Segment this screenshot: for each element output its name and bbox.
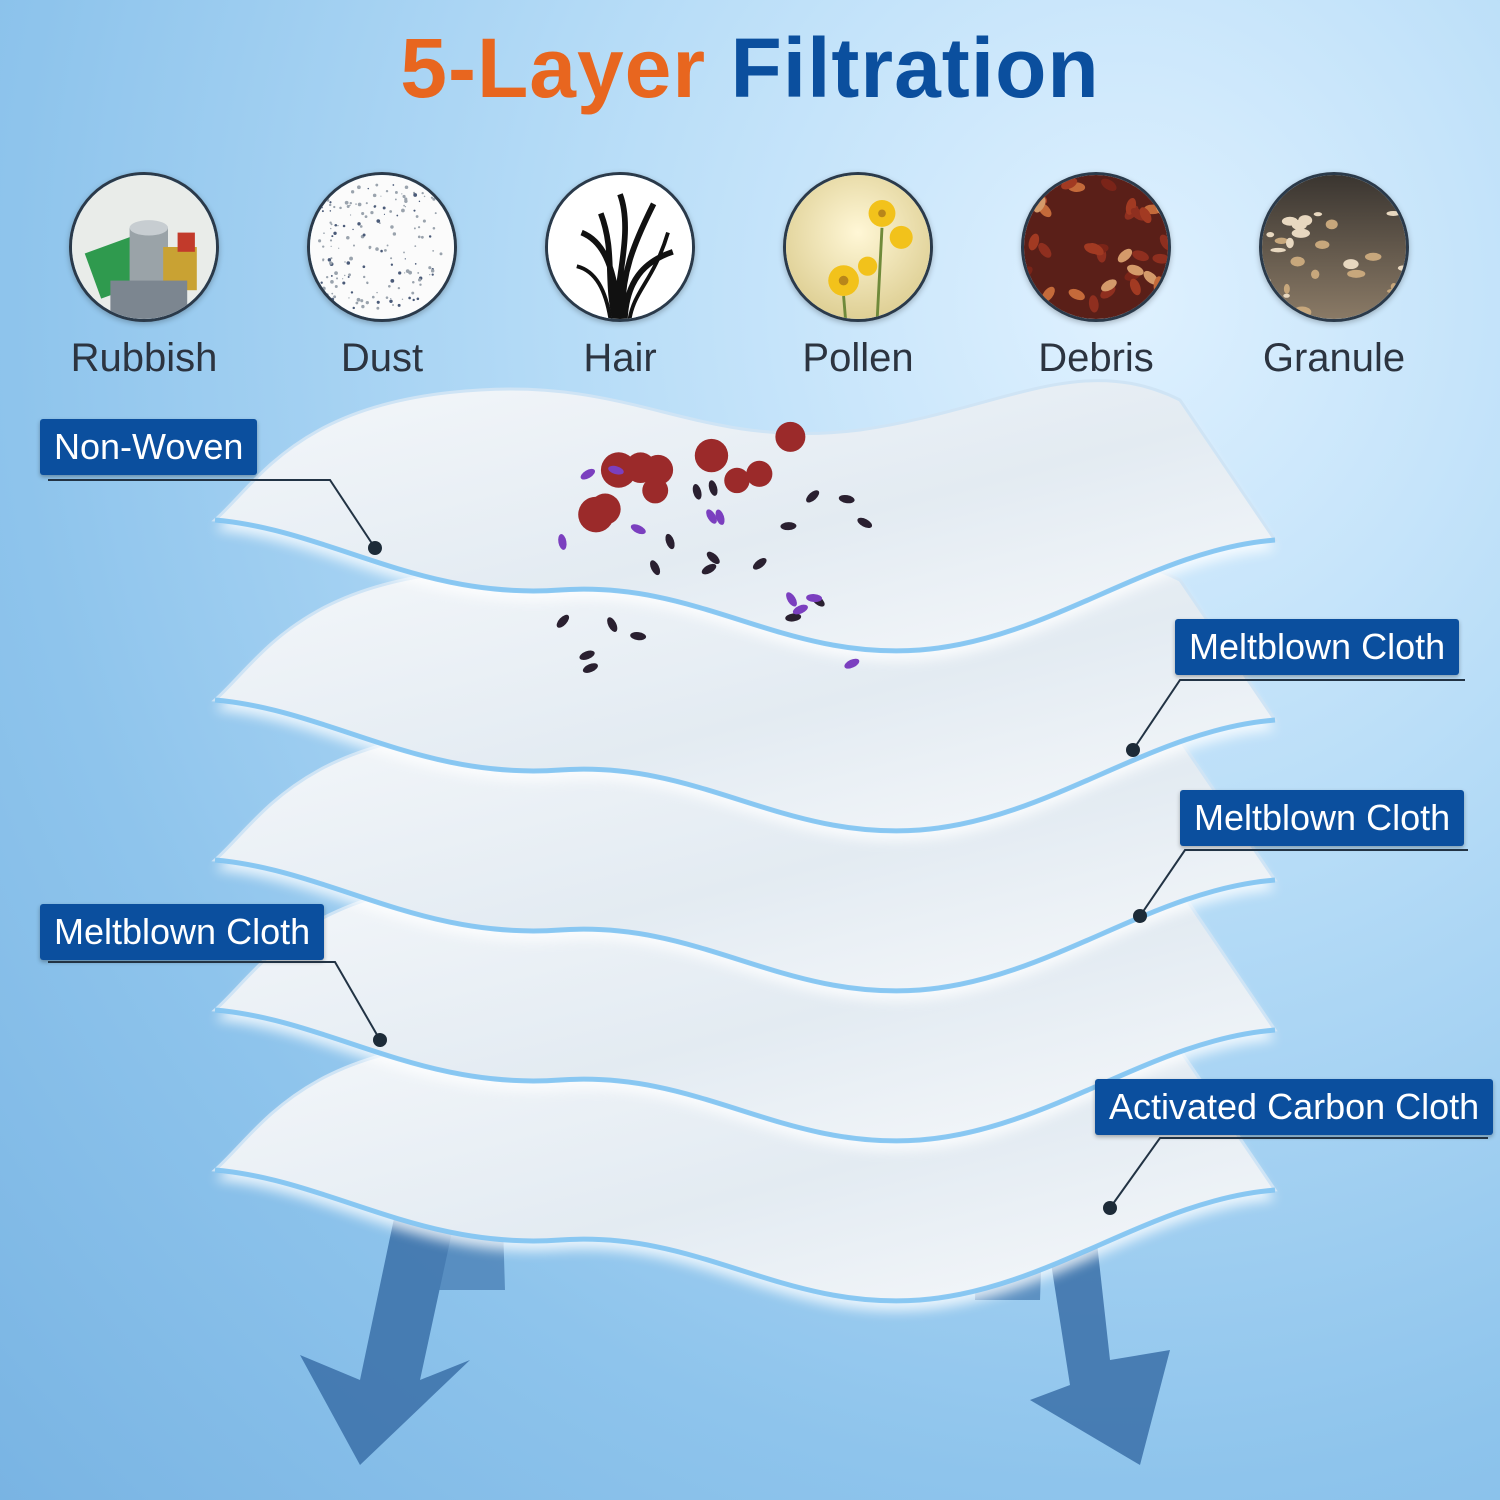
germ-particle [746, 460, 773, 487]
dust-particle [792, 604, 808, 615]
dust-particle [838, 494, 855, 504]
debris-label: Pollen [802, 336, 914, 380]
dust-particle [608, 465, 624, 475]
dust-particle [708, 480, 718, 496]
debris-item-rubbish: Rubbish [24, 172, 264, 381]
dust-particle [844, 658, 860, 669]
debris-label: Debris [1038, 336, 1154, 380]
germ-particle [694, 438, 729, 473]
germ-particle [625, 452, 656, 484]
layer-tag-meltblown-2: Meltblown Cloth [1180, 790, 1465, 846]
dust-particle [806, 594, 823, 603]
rubbish-icon [69, 172, 219, 322]
dust-particle [806, 490, 820, 503]
title-part-1: 5-Layer [400, 21, 707, 115]
dust-particle [582, 663, 598, 673]
debris-label: Hair [583, 336, 657, 380]
dust-particle [715, 509, 725, 525]
granule-icon [1259, 172, 1409, 322]
germ-particle [642, 477, 669, 504]
dust-particle [857, 517, 873, 529]
germ-particle [775, 421, 806, 452]
layer-tag-meltblown-1: Meltblown Cloth [1175, 619, 1460, 675]
title-part-2: Filtration [730, 21, 1100, 115]
layer-tag-non-woven: Non-Woven [40, 419, 258, 475]
debris-item-debris: Debris [976, 172, 1216, 381]
germ-particle [724, 467, 750, 494]
dust-icon [307, 172, 457, 322]
layer-1-non-woven [211, 379, 1278, 661]
dust-particle [786, 592, 797, 607]
dust-particle [579, 650, 595, 660]
dust-particle [607, 617, 618, 632]
dust-particle [706, 551, 720, 565]
germ-particle [578, 496, 614, 533]
debris-label: Granule [1262, 336, 1406, 380]
debris-label: Rubbish [70, 336, 218, 380]
dust-particle [558, 534, 567, 550]
debris-item-pollen: Pollen [738, 172, 978, 381]
debris-icon [1021, 172, 1171, 322]
layer-tag-activated-carbon: Activated Carbon Cloth [1095, 1079, 1494, 1135]
hair-icon [545, 172, 695, 322]
dust-particle [692, 484, 702, 500]
dust-particle [780, 522, 797, 531]
debris-item-dust: Dust [262, 172, 502, 381]
debris-types: Rubbish Dust Hair [0, 172, 1500, 392]
dust-particle [556, 614, 570, 628]
dust-particle [752, 558, 767, 570]
particles [556, 421, 873, 673]
dust-particle [665, 533, 675, 550]
pollen-icon [783, 172, 933, 322]
dust-particle [630, 524, 646, 535]
debris-item-hair: Hair [500, 172, 740, 381]
layer-tag-meltblown-3: Meltblown Cloth [40, 904, 325, 960]
dust-particle [580, 468, 595, 480]
dust-particle [706, 509, 717, 524]
debris-item-granule: Granule [1214, 172, 1454, 381]
dust-particle [650, 560, 661, 576]
debris-label: Dust [340, 336, 424, 380]
dust-particle [701, 563, 717, 575]
page-title: 5-Layer Filtration [0, 22, 1500, 114]
dust-particle [785, 613, 802, 622]
dust-particle [630, 632, 647, 641]
